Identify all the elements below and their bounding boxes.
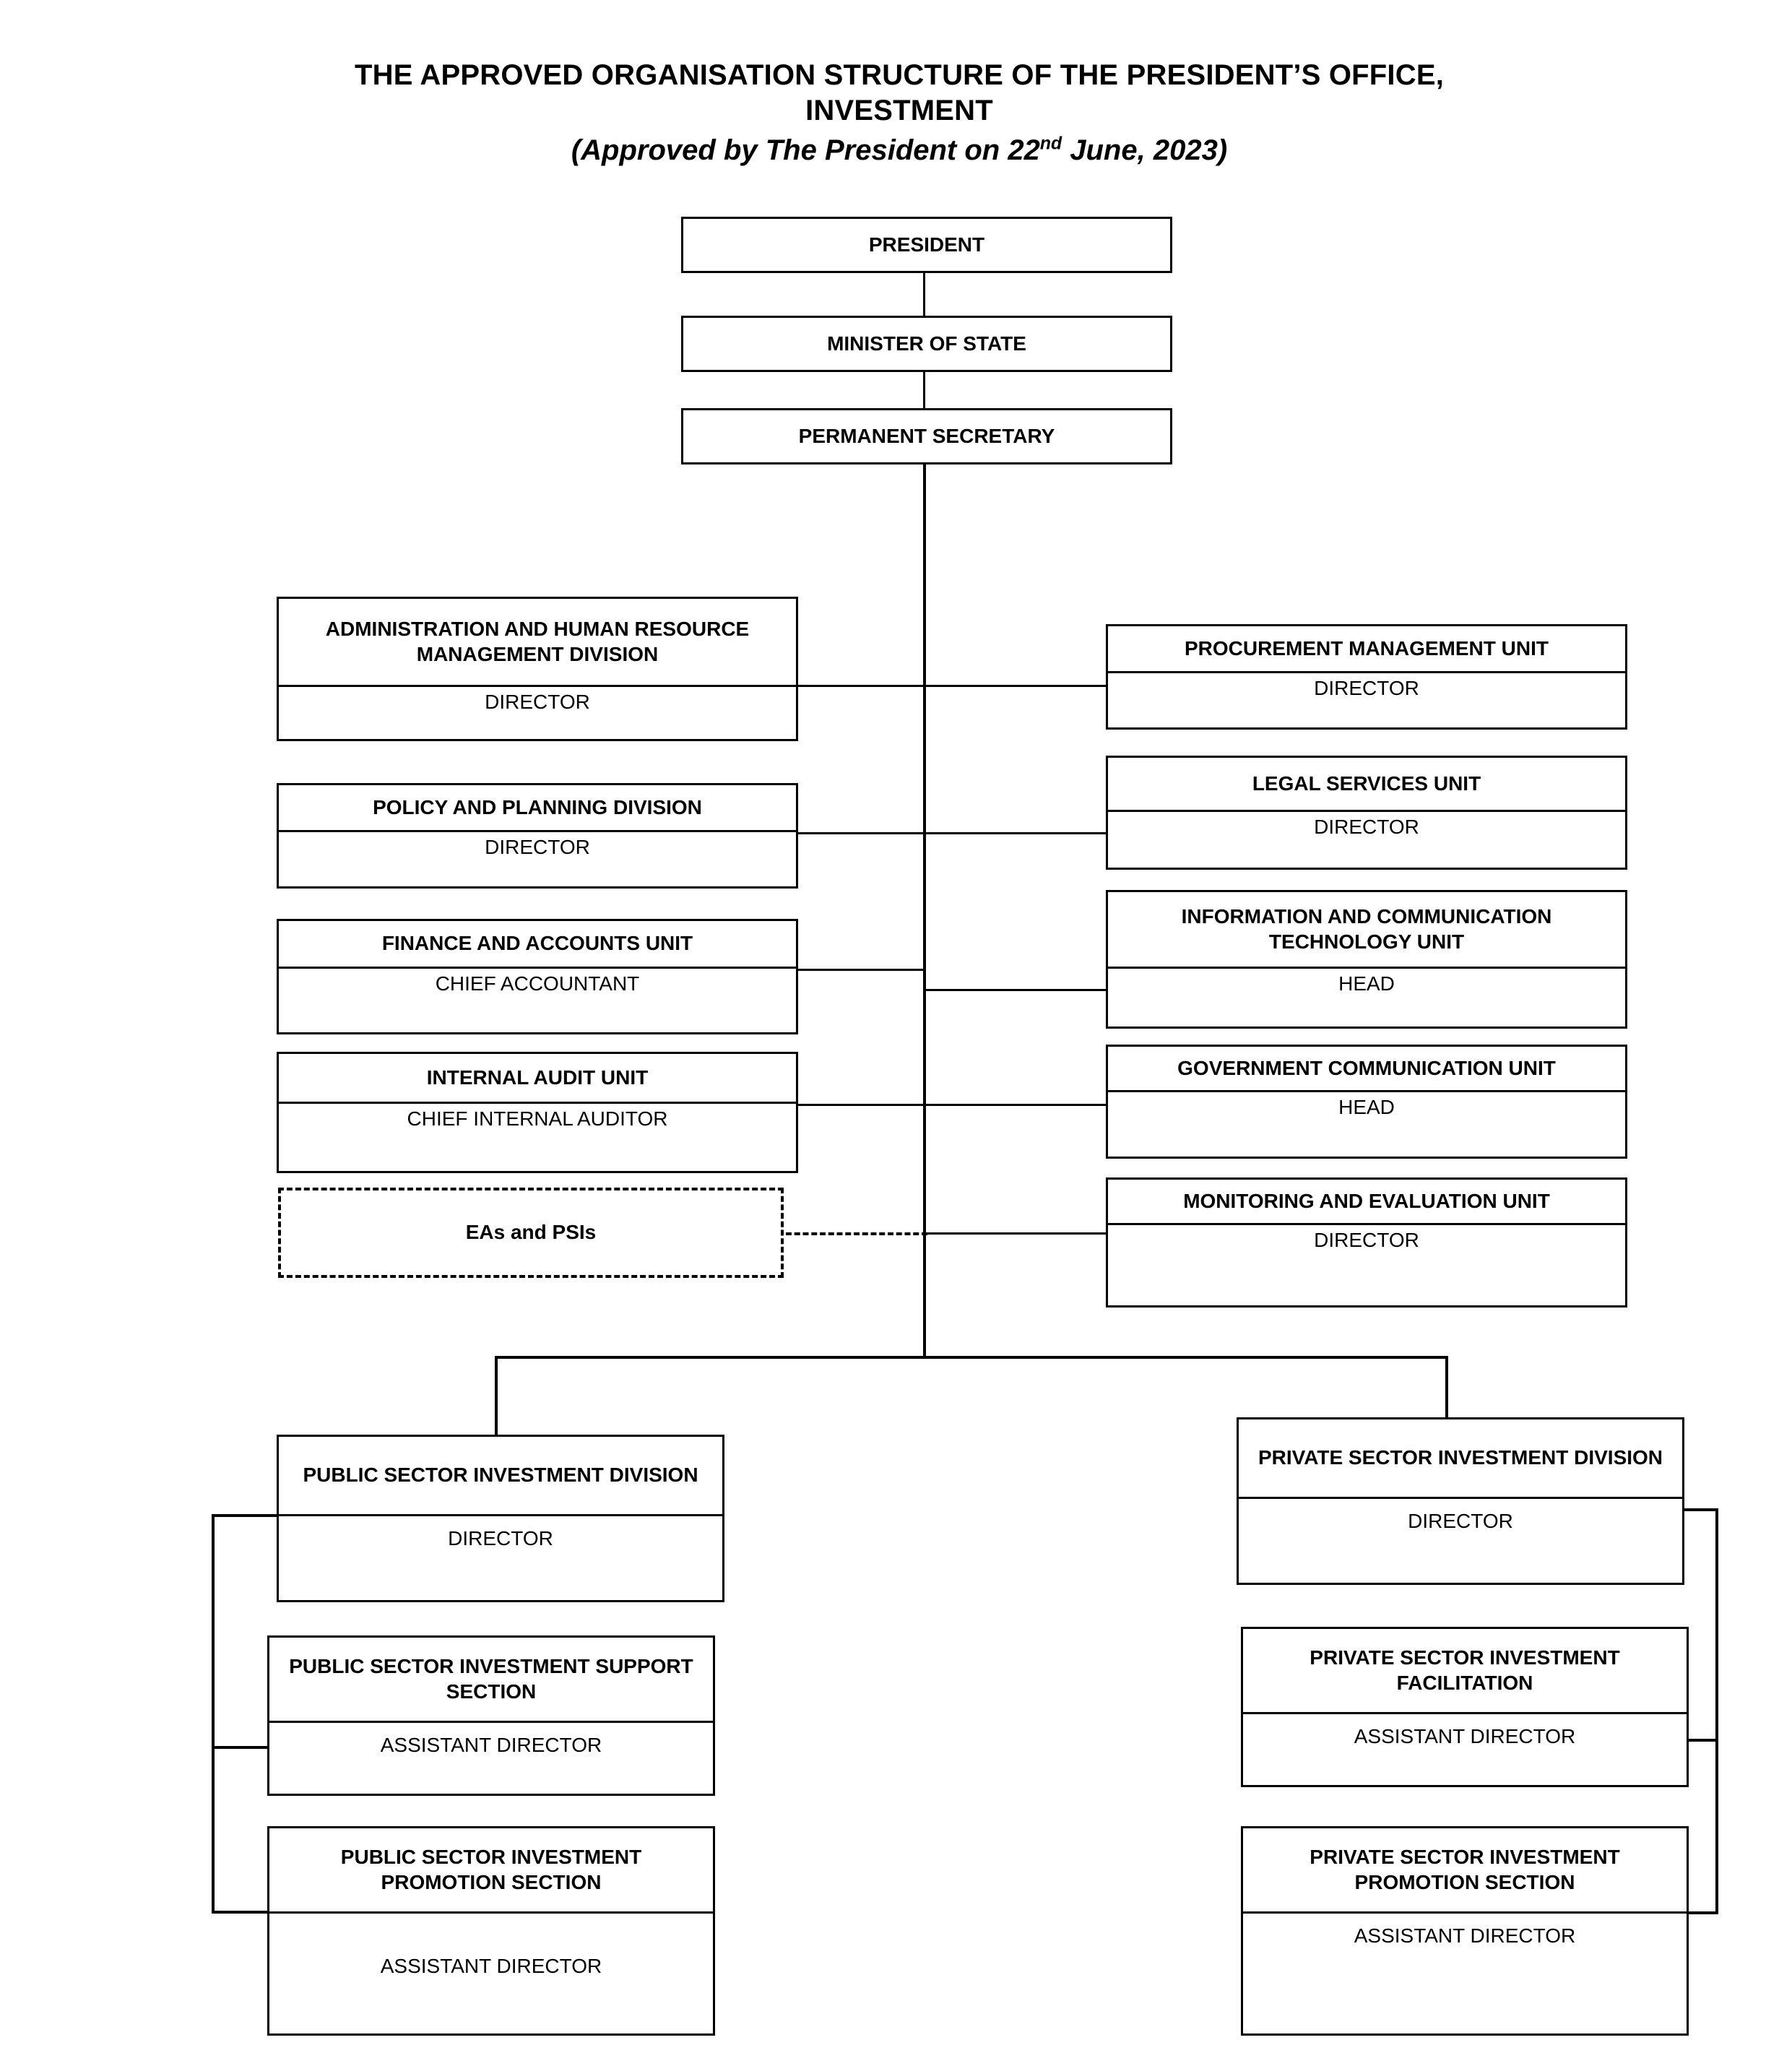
- node-president[interactable]: PRESIDENT: [681, 217, 1172, 273]
- node-private-promotion-role: ASSISTANT DIRECTOR: [1354, 1924, 1576, 1947]
- node-legal-services-name: LEGAL SERVICES UNIT: [1108, 758, 1625, 812]
- node-public-sector-investment-support-section[interactable]: PUBLIC SECTOR INVESTMENT SUPPORT SECTION…: [267, 1635, 715, 1796]
- node-private-sector-investment-facilitation[interactable]: PRIVATE SECTOR INVESTMENT FACILITATION A…: [1241, 1627, 1689, 1787]
- node-eas-and-psis-label: EAs and PSIs: [465, 1221, 597, 1244]
- node-monitoring-evaluation-role: DIRECTOR: [1314, 1229, 1419, 1251]
- node-permanent-secretary[interactable]: PERMANENT SECRETARY: [681, 408, 1172, 464]
- chart-title-line-1: THE APPROVED ORGANISATION STRUCTURE OF T…: [354, 59, 1445, 91]
- node-private-facilitation-role: ASSISTANT DIRECTOR: [1354, 1725, 1576, 1747]
- connector-public-branch-spine: [212, 1514, 215, 1914]
- node-public-promotion-role: ASSISTANT DIRECTOR: [380, 1955, 602, 1977]
- connector-main-trunk: [923, 464, 926, 1358]
- connector-private-branch-spine: [1715, 1508, 1718, 1914]
- connector-trunk-to-ict: [923, 989, 1106, 991]
- approval-prefix: (Approved by The President on 22: [571, 134, 1040, 166]
- node-private-promotion-name: PRIVATE SECTOR INVESTMENT PROMOTION SECT…: [1243, 1828, 1687, 1914]
- node-private-sector-investment-promotion-section[interactable]: PRIVATE SECTOR INVESTMENT PROMOTION SECT…: [1241, 1826, 1689, 2036]
- node-eas-and-psis[interactable]: EAs and PSIs: [278, 1188, 784, 1278]
- connector-branch-drop-left: [495, 1356, 498, 1435]
- connector-public-spine-middle-arm: [212, 1746, 282, 1749]
- approval-ordinal-suffix: nd: [1039, 134, 1062, 154]
- connector-trunk-to-monitoring-evaluation: [923, 1232, 1106, 1235]
- connector-internal-audit-to-trunk: [798, 1104, 925, 1106]
- node-public-support-name: PUBLIC SECTOR INVESTMENT SUPPORT SECTION: [269, 1638, 713, 1723]
- node-minister-of-state[interactable]: MINISTER OF STATE: [681, 316, 1172, 372]
- node-procurement-management-unit[interactable]: PROCUREMENT MANAGEMENT UNIT DIRECTOR: [1106, 624, 1627, 730]
- node-private-division-name: PRIVATE SECTOR INVESTMENT DIVISION: [1239, 1419, 1682, 1499]
- node-procurement-role: DIRECTOR: [1314, 677, 1419, 699]
- node-administration-and-human-resource-management-division[interactable]: ADMINISTRATION AND HUMAN RESOURCE MANAGE…: [277, 597, 798, 741]
- connector-branch-crossbar: [495, 1356, 1448, 1359]
- node-government-communication-name: GOVERNMENT COMMUNICATION UNIT: [1108, 1047, 1625, 1092]
- connector-trunk-to-procurement: [923, 685, 1106, 687]
- approval-suffix: June, 2023): [1062, 134, 1228, 166]
- node-private-facilitation-name: PRIVATE SECTOR INVESTMENT FACILITATION: [1243, 1629, 1687, 1714]
- node-internal-audit-role: CHIEF INTERNAL AUDITOR: [407, 1107, 668, 1130]
- node-admin-hr-name: ADMINISTRATION AND HUMAN RESOURCE MANAGE…: [279, 599, 796, 687]
- node-public-division-name: PUBLIC SECTOR INVESTMENT DIVISION: [279, 1437, 722, 1516]
- node-policy-planning-role: DIRECTOR: [485, 836, 590, 858]
- node-public-sector-investment-division[interactable]: PUBLIC SECTOR INVESTMENT DIVISION DIRECT…: [277, 1435, 724, 1602]
- node-internal-audit-name: INTERNAL AUDIT UNIT: [279, 1054, 796, 1104]
- connector-trunk-to-legal-services: [923, 832, 1106, 834]
- node-legal-services-role: DIRECTOR: [1314, 816, 1419, 838]
- node-ict-role: HEAD: [1338, 972, 1395, 995]
- node-permanent-secretary-label: PERMANENT SECRETARY: [798, 425, 1055, 447]
- node-monitoring-and-evaluation-unit[interactable]: MONITORING AND EVALUATION UNIT DIRECTOR: [1106, 1177, 1627, 1308]
- node-public-support-role: ASSISTANT DIRECTOR: [380, 1734, 602, 1756]
- node-public-promotion-name: PUBLIC SECTOR INVESTMENT PROMOTION SECTI…: [269, 1828, 713, 1914]
- connector-branch-drop-right: [1445, 1356, 1448, 1428]
- node-private-division-role: DIRECTOR: [1408, 1510, 1513, 1532]
- connector-public-spine-top-arm: [212, 1514, 282, 1517]
- node-president-label: PRESIDENT: [868, 233, 985, 256]
- node-public-sector-investment-promotion-section[interactable]: PUBLIC SECTOR INVESTMENT PROMOTION SECTI…: [267, 1826, 715, 2036]
- node-information-and-communication-technology-unit[interactable]: INFORMATION AND COMMUNICATION TECHNOLOGY…: [1106, 890, 1627, 1029]
- node-monitoring-evaluation-name: MONITORING AND EVALUATION UNIT: [1108, 1180, 1625, 1225]
- connector-policy-planning-to-trunk: [798, 832, 925, 834]
- node-public-division-role: DIRECTOR: [448, 1527, 553, 1550]
- chart-title-line-2: INVESTMENT: [805, 94, 993, 126]
- node-private-sector-investment-division[interactable]: PRIVATE SECTOR INVESTMENT DIVISION DIREC…: [1237, 1417, 1684, 1585]
- connector-public-spine-bottom-arm: [212, 1911, 282, 1914]
- node-ict-name: INFORMATION AND COMMUNICATION TECHNOLOGY…: [1108, 892, 1625, 969]
- node-admin-hr-role: DIRECTOR: [485, 691, 590, 713]
- node-legal-services-unit[interactable]: LEGAL SERVICES UNIT DIRECTOR: [1106, 756, 1627, 870]
- node-government-communication-unit[interactable]: GOVERNMENT COMMUNICATION UNIT HEAD: [1106, 1045, 1627, 1159]
- node-finance-accounts-role: CHIEF ACCOUNTANT: [435, 972, 640, 995]
- node-government-communication-role: HEAD: [1338, 1096, 1395, 1118]
- node-finance-and-accounts-unit[interactable]: FINANCE AND ACCOUNTS UNIT CHIEF ACCOUNTA…: [277, 919, 798, 1034]
- node-minister-of-state-label: MINISTER OF STATE: [827, 332, 1026, 355]
- node-procurement-name: PROCUREMENT MANAGEMENT UNIT: [1108, 626, 1625, 673]
- node-policy-planning-name: POLICY AND PLANNING DIVISION: [279, 785, 796, 832]
- node-policy-and-planning-division[interactable]: POLICY AND PLANNING DIVISION DIRECTOR: [277, 783, 798, 889]
- node-finance-accounts-name: FINANCE AND ACCOUNTS UNIT: [279, 921, 796, 969]
- chart-title-block: THE APPROVED ORGANISATION STRUCTURE OF T…: [238, 58, 1560, 168]
- connector-president-to-minister: [923, 271, 925, 321]
- connector-eas-psis-to-trunk: [786, 1232, 927, 1235]
- chart-approval-note: (Approved by The President on 22nd June,…: [238, 133, 1560, 168]
- connector-trunk-to-government-communication: [923, 1104, 1106, 1106]
- connector-minister-to-secretary: [923, 365, 925, 415]
- connector-finance-accounts-to-trunk: [798, 969, 925, 971]
- node-internal-audit-unit[interactable]: INTERNAL AUDIT UNIT CHIEF INTERNAL AUDIT…: [277, 1052, 798, 1173]
- connector-admin-hr-to-trunk: [798, 685, 925, 687]
